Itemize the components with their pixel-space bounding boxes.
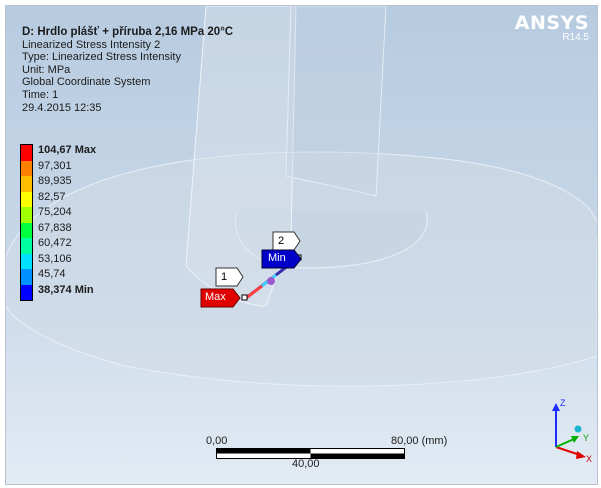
- legend-label: 82,57: [38, 190, 66, 203]
- legend-label: 45,74: [38, 268, 66, 280]
- result-timestamp: 29.4.2015 12:35: [22, 101, 102, 114]
- scale-middle-label: 40,00: [292, 458, 320, 470]
- max-tag[interactable]: Max: [205, 291, 226, 303]
- legend-label: 53,106: [38, 252, 72, 265]
- legend-color-bar: [20, 144, 33, 301]
- legend-label: 97,301: [38, 159, 72, 172]
- legend-color-segment: [21, 145, 32, 161]
- scale-bar-graphic: [216, 448, 405, 459]
- legend-color-segment: [21, 176, 32, 192]
- legend-color-segment: [21, 253, 32, 269]
- legend-label: 75,204: [38, 206, 72, 218]
- axis-triad[interactable]: Z Y X: [546, 391, 594, 463]
- result-info-block: D: Hrdlo plášť + příruba 2,16 MPa 20°C L…: [22, 26, 233, 114]
- legend-color-segment: [21, 222, 32, 238]
- probe-1-flag-shape: [215, 267, 244, 287]
- ansys-logo: ANSYS R14.5: [515, 12, 589, 43]
- model-geometry: [6, 6, 597, 387]
- coordinate-system: Global Coordinate System: [22, 76, 151, 89]
- triad-z-label: Z: [560, 398, 566, 408]
- triad-x-label: X: [586, 454, 592, 463]
- result-unit: Unit: MPa: [22, 63, 71, 76]
- legend-color-segment: [21, 284, 32, 300]
- probe-2-flag-shape: [272, 231, 301, 251]
- result-type: Type: Linearized Stress Intensity: [22, 51, 181, 64]
- scale-right-label: 80,00 (mm): [391, 435, 448, 447]
- min-tag[interactable]: Min: [268, 252, 286, 264]
- path-point-marker: [267, 277, 275, 285]
- legend-color-segment: [21, 269, 32, 285]
- min-tag-shape: [261, 249, 302, 269]
- logo-version: R14.5: [562, 32, 589, 43]
- graphics-viewport[interactable]: D: Hrdlo plášť + příruba 2,16 MPa 20°C L…: [5, 5, 598, 485]
- legend-label: 89,935: [38, 175, 72, 187]
- legend-color-segment: [21, 207, 32, 223]
- legend-color-segment: [21, 238, 32, 254]
- legend-color-segment: [21, 160, 32, 176]
- probe-1-label[interactable]: 1: [221, 271, 228, 283]
- legend-label: 67,838: [38, 221, 72, 234]
- legend-label: 60,472: [38, 237, 72, 249]
- result-title: D: Hrdlo plášť + příruba 2,16 MPa 20°C: [22, 26, 234, 38]
- probe-2-label[interactable]: 2: [278, 235, 285, 247]
- result-name: Linearized Stress Intensity 2: [22, 38, 161, 51]
- legend-min-label: 38,374 Min: [38, 283, 94, 296]
- triad-y-label: Y: [583, 433, 589, 443]
- max-tag-shape: [200, 288, 241, 308]
- legend-color-segment: [21, 191, 32, 207]
- legend-max-label: 104,67 Max: [38, 144, 97, 156]
- result-time: Time: 1: [22, 88, 59, 101]
- legend-labels: 104,67 Max 97,301 89,935 82,57 75,204 67…: [38, 144, 96, 299]
- scale-left-label: 0,00: [206, 435, 228, 447]
- logo-brand: ANSYS: [514, 12, 589, 34]
